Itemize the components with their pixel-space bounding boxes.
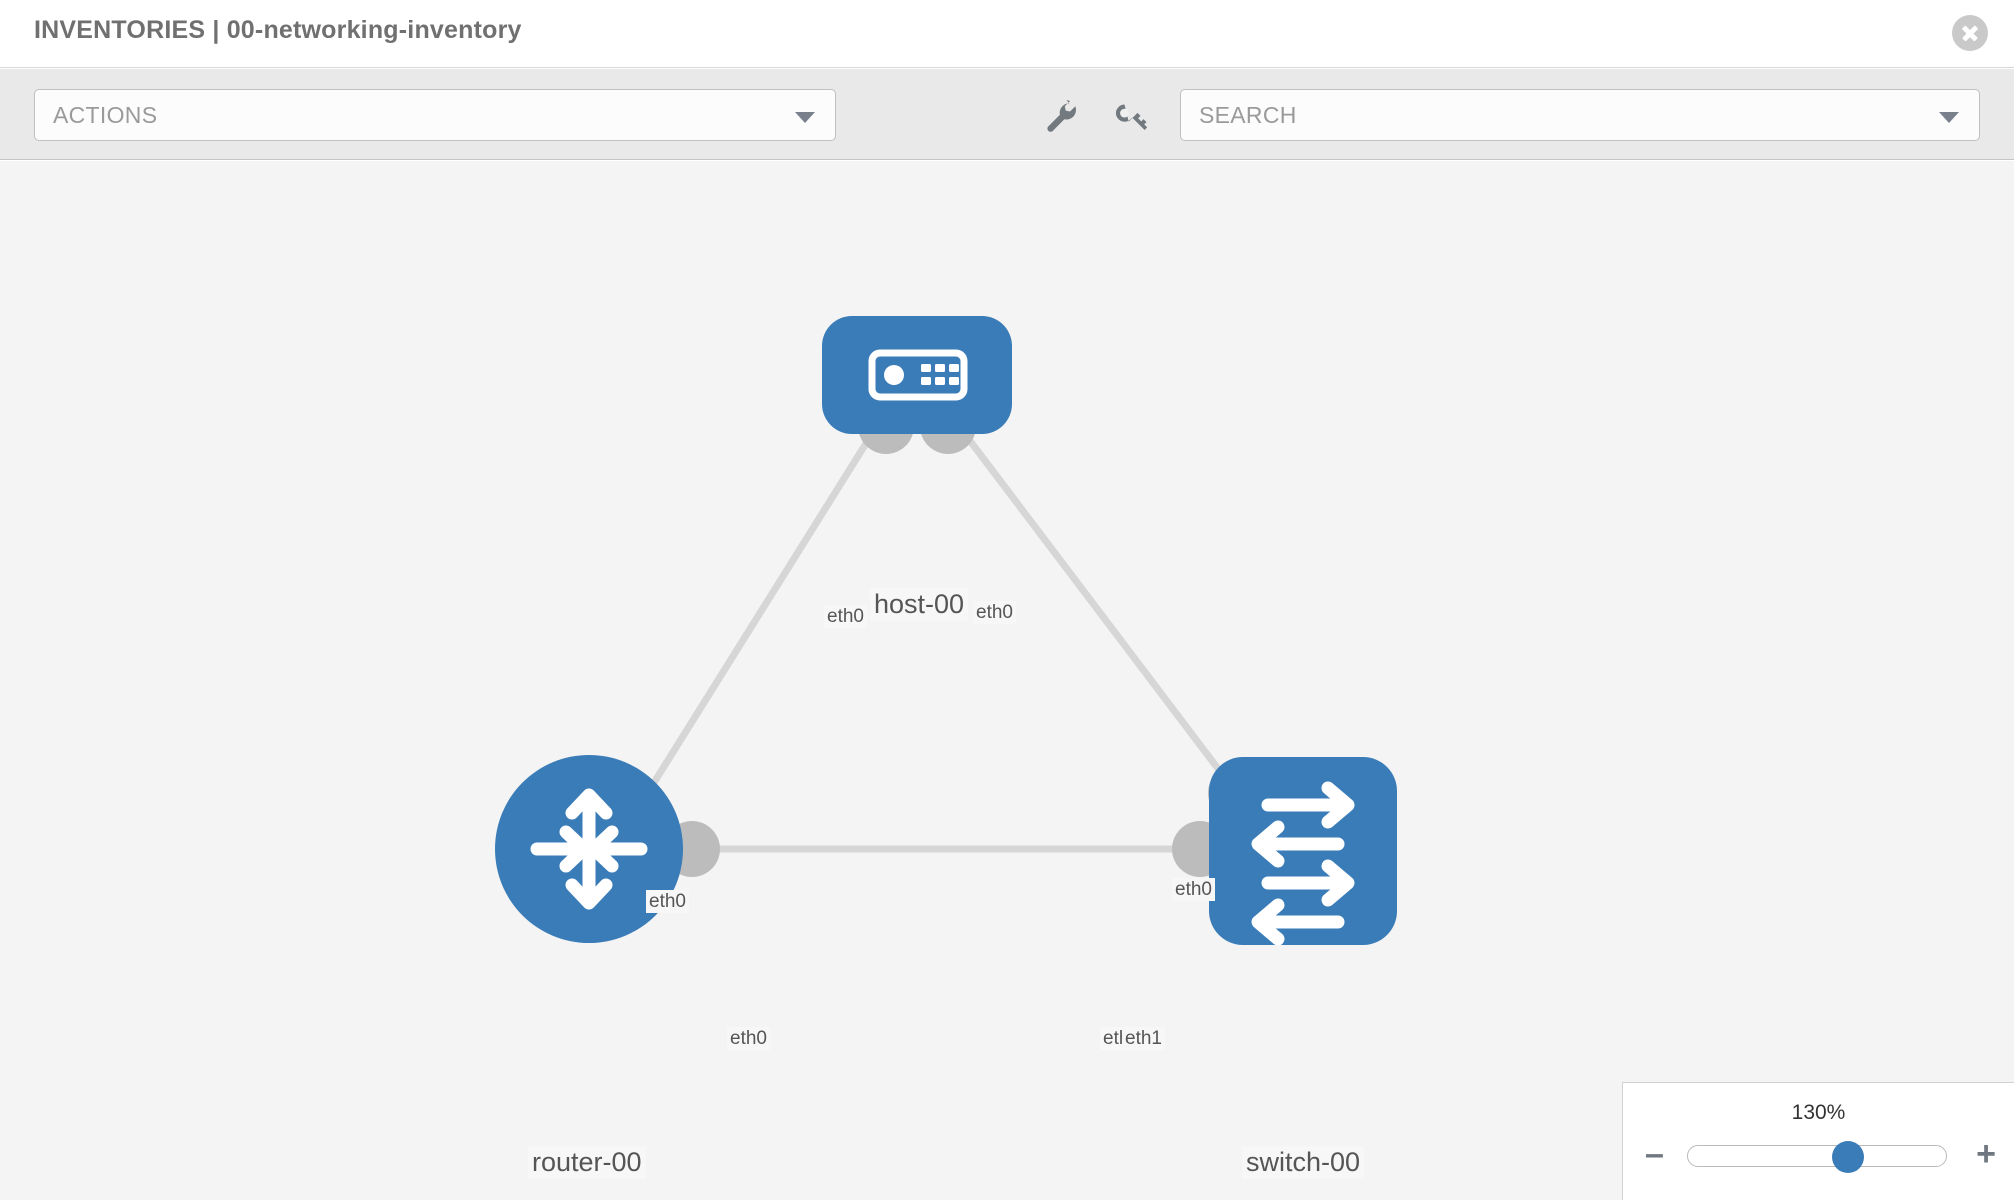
server-icon-dots — [921, 364, 959, 385]
search-input[interactable]: SEARCH — [1180, 89, 1980, 141]
actions-dropdown[interactable]: ACTIONS — [34, 89, 836, 141]
switch-arrows-icon — [1251, 781, 1355, 946]
link-host-switch — [952, 418, 1253, 814]
iface-label-host-left: eth0 — [824, 605, 867, 628]
iface-label-switch-left: eth1 — [1122, 1027, 1165, 1050]
zoom-slider-thumb[interactable] — [1832, 1141, 1864, 1173]
page-title: INVENTORIES | 00-networking-inventory — [34, 16, 522, 44]
chevron-down-icon — [1939, 112, 1959, 123]
iface-label-switch-up: eth0 — [1172, 878, 1215, 901]
zoom-out-button[interactable]: – — [1645, 1135, 1664, 1173]
key-icon[interactable] — [1110, 97, 1150, 137]
server-icon — [868, 349, 968, 401]
router-arrows-icon — [530, 788, 648, 910]
node-switch-00 — [1209, 757, 1397, 946]
iface-label-host-right: eth0 — [973, 601, 1016, 624]
chevron-down-icon — [795, 112, 815, 123]
iface-label-router-up: eth0 — [646, 890, 689, 913]
node-router-00 — [495, 755, 683, 943]
toolbar: ACTIONS SEARCH — [0, 69, 2014, 160]
zoom-level-value: 130% — [1791, 1101, 1846, 1124]
search-placeholder: SEARCH — [1199, 102, 1297, 128]
iface-label-router-right: eth0 — [727, 1027, 770, 1050]
zoom-control-panel: 130% – + — [1622, 1082, 2014, 1200]
page-header: INVENTORIES | 00-networking-inventory — [0, 0, 2014, 68]
node-host-00 — [822, 316, 1012, 434]
node-label-host-00: host-00 — [870, 588, 969, 621]
topology-canvas[interactable]: eth0 eth0 eth0 eth0 eth0 eth eth1 host-0… — [0, 161, 2014, 1200]
actions-dropdown-label: ACTIONS — [53, 102, 158, 128]
topology-ports — [664, 398, 1264, 877]
topology-links — [627, 418, 1253, 853]
node-label-router-00: router-00 — [528, 1146, 646, 1179]
topology-graph — [495, 316, 1397, 946]
link-host-router — [627, 419, 883, 823]
close-icon[interactable] — [1952, 15, 1988, 51]
wrench-icon[interactable] — [1042, 97, 1082, 137]
zoom-slider[interactable] — [1687, 1141, 1947, 1173]
node-label-switch-00: switch-00 — [1242, 1146, 1365, 1179]
zoom-in-button[interactable]: + — [1976, 1135, 1996, 1173]
